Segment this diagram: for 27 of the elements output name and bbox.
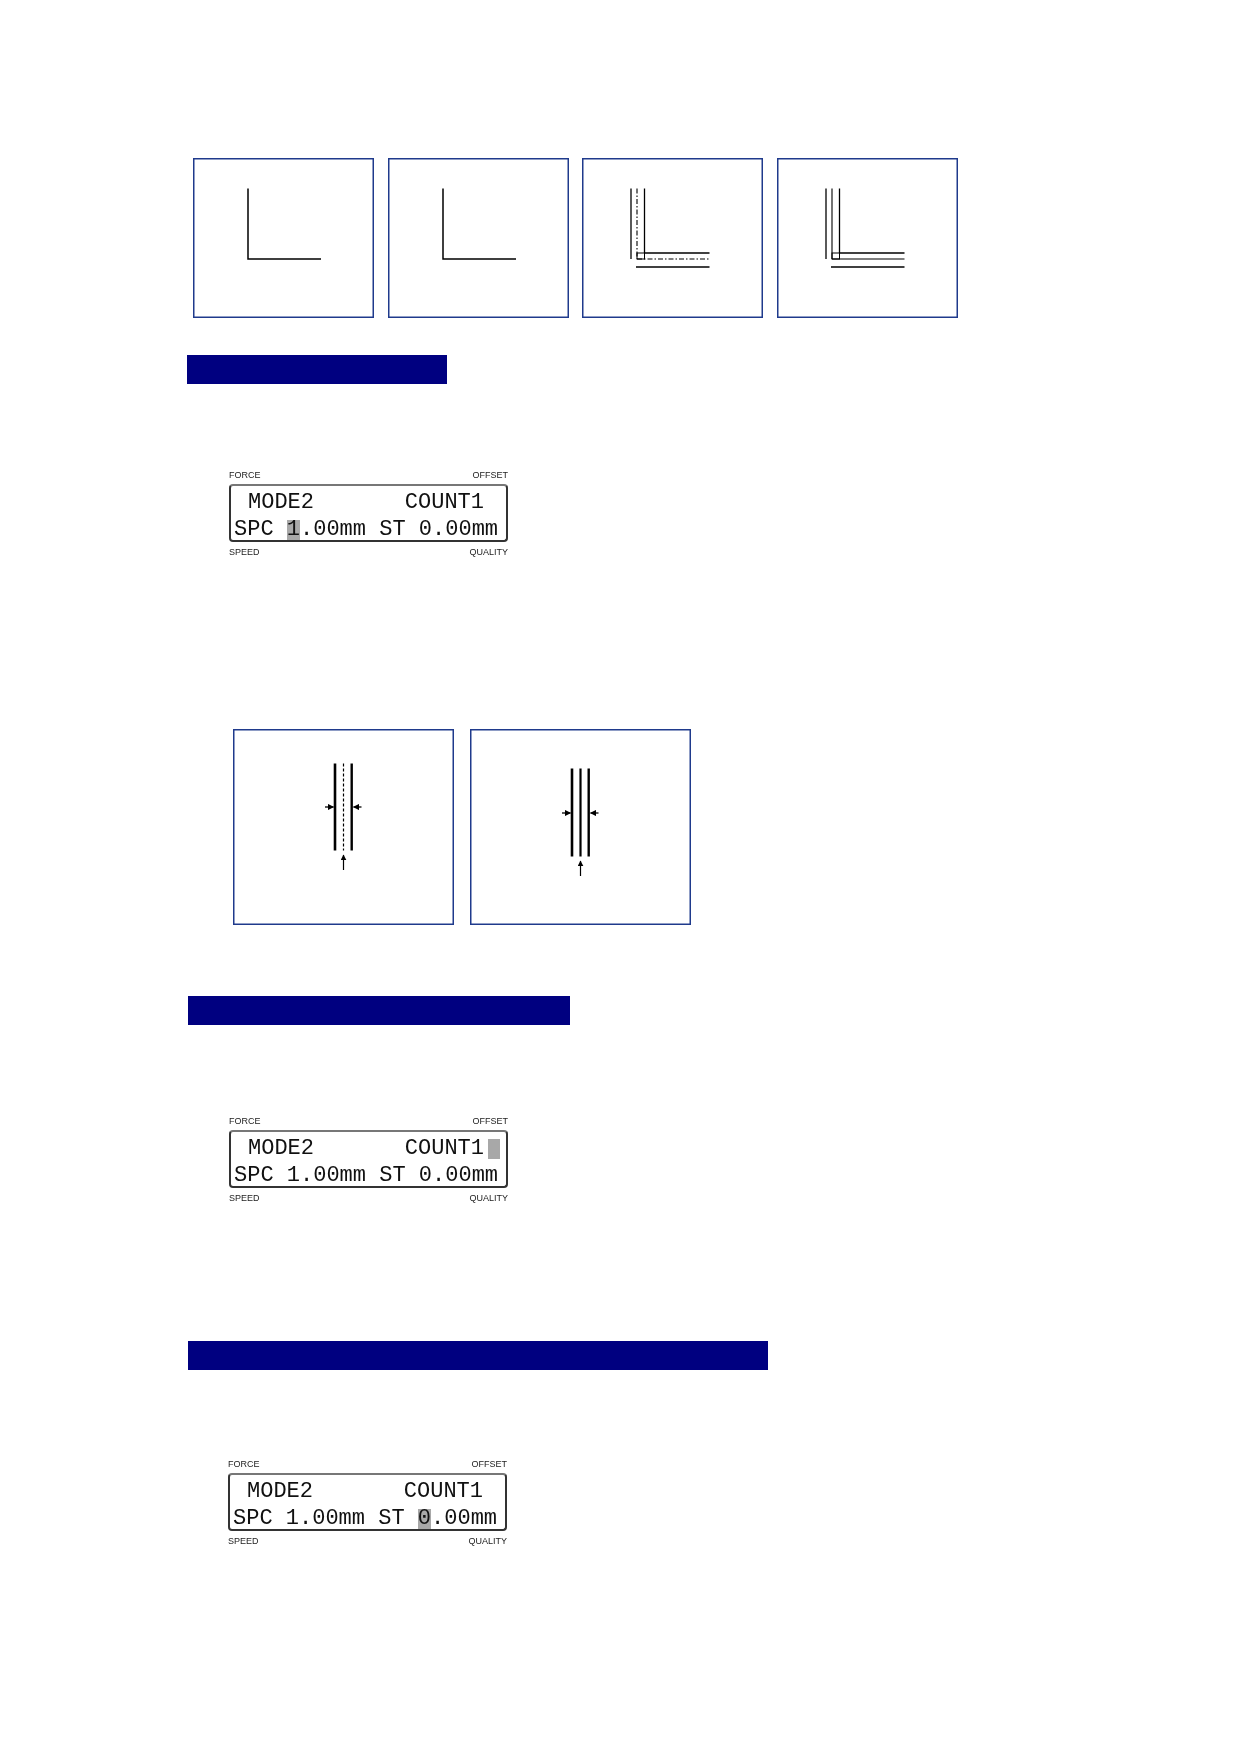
display-text: COUNT1 [404, 492, 484, 514]
section-bar [187, 355, 447, 384]
key-label: SPEED [229, 1194, 260, 1203]
section-bar [188, 996, 570, 1025]
display-text: COUNT1 [404, 1138, 484, 1160]
display-text: MODE2 [248, 492, 314, 514]
key-label: QUALITY [469, 548, 508, 557]
display-text: MODE2 [247, 1481, 313, 1503]
key-label: FORCE [229, 1117, 261, 1126]
key-label: SPEED [229, 548, 260, 557]
display-text: MODE2 [248, 1138, 314, 1160]
key-label: QUALITY [468, 1537, 507, 1546]
key-label: FORCE [228, 1460, 260, 1469]
display-text: SPC 1.00mm ST 0.00mm [234, 519, 499, 541]
display-text: SPC 1.00mm ST 0.00mm [234, 1165, 499, 1187]
display-text: SPC 1.00mm ST 0.00mm [233, 1508, 498, 1530]
key-label: OFFSET [472, 471, 508, 480]
key-label: FORCE [229, 471, 261, 480]
key-label: OFFSET [471, 1460, 507, 1469]
lcd-display [229, 484, 508, 542]
display-text: COUNT1 [403, 1481, 483, 1503]
lcd-display [228, 1473, 507, 1531]
lcd-display [229, 1130, 508, 1188]
key-label: OFFSET [472, 1117, 508, 1126]
section-bar [188, 1341, 768, 1370]
key-label: SPEED [228, 1537, 259, 1546]
key-label: QUALITY [469, 1194, 508, 1203]
